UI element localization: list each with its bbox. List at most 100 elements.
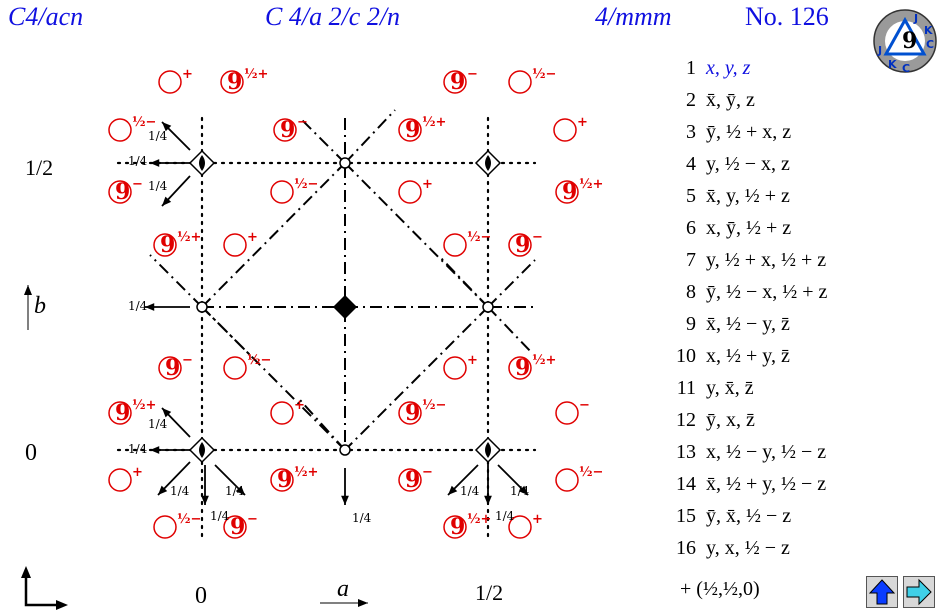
position-circle-icon (555, 401, 579, 425)
general-position: 9− (158, 353, 193, 381)
left-label-half: 1/2 (25, 155, 53, 180)
height-sign: ½+ (579, 177, 603, 192)
glide-plane-dashdot (299, 399, 346, 451)
height-label: 1/4 (510, 484, 530, 498)
position-circle-icon (398, 401, 422, 425)
comma-icon: 9 (165, 355, 180, 381)
position-circle-icon (108, 118, 132, 142)
height-sign: − (132, 177, 143, 192)
jkc-logo-icon[interactable]: 9 J K C J K C (872, 8, 938, 74)
operation-number: 12 (676, 409, 696, 431)
operation-coordinates: x̄, y, ½ + z (706, 185, 790, 207)
general-position: + (443, 353, 478, 380)
operation-coordinates: x̄, ½ − y, z̄ (706, 313, 790, 335)
height-label: 1/4 (460, 484, 480, 498)
previous-group-button[interactable] (866, 576, 898, 608)
position-circle-icon (273, 118, 297, 142)
position-circle-icon (220, 70, 244, 94)
operation-coordinates: x, ½ − y, ½ − z (706, 441, 827, 463)
height-sign: + (467, 353, 478, 368)
symmetry-elements (188, 149, 502, 464)
position-circle-icon (223, 515, 247, 539)
general-position: ½− (443, 230, 491, 257)
height-sign: + (577, 115, 588, 130)
height-label: 1/4 (170, 484, 190, 498)
height-sign: ½− (467, 230, 491, 245)
general-position: + (158, 67, 193, 94)
operation-number: 6 (686, 217, 696, 239)
operation-number: 9 (686, 313, 696, 335)
general-position: ½− (555, 465, 603, 492)
comma-icon: 9 (562, 179, 577, 205)
svg-text:K: K (888, 58, 897, 71)
operation-coordinates: x̄, ½ + y, ½ − z (706, 473, 827, 495)
glide-plane-dashdot (487, 259, 536, 308)
height-sign: ½+ (532, 353, 556, 368)
comma-icon: 9 (450, 69, 465, 95)
height-sign: − (182, 353, 193, 368)
glide-plane-dashdot (201, 162, 346, 308)
position-circle-icon (270, 401, 294, 425)
position-circle-icon (270, 180, 294, 204)
inversion-center-icon (339, 444, 351, 456)
operation-coordinates: x, ½ + y, z̄ (706, 345, 790, 367)
position-circle-icon (508, 233, 532, 257)
position-circle-icon (443, 70, 467, 94)
height-sign: − (247, 512, 258, 527)
general-position: 9− (443, 67, 478, 95)
operation-number: 13 (676, 441, 696, 463)
comma-icon: 9 (450, 514, 465, 540)
operation-number: 7 (686, 249, 696, 271)
position-circle-icon (223, 233, 247, 257)
svg-text:K: K (924, 24, 933, 37)
height-sign: ½+ (294, 465, 318, 480)
comma-icon: 9 (405, 400, 420, 426)
height-label: 1/4 (148, 417, 168, 431)
short-symbol: C4/acn (8, 2, 84, 31)
height-sign: + (422, 177, 433, 192)
position-circle-icon (508, 356, 532, 380)
position-circle-icon (443, 515, 467, 539)
operation-number: 4 (686, 153, 696, 175)
two-fold-screw-arrows (145, 121, 529, 505)
next-group-button[interactable] (903, 576, 935, 608)
operation-coordinates: y, ½ + x, ½ + z (706, 249, 827, 271)
arrow-icon (145, 303, 190, 311)
operation-number: 11 (676, 377, 696, 399)
position-circle-icon (398, 180, 422, 204)
position-circle-icon (158, 356, 182, 380)
svg-text:J: J (877, 44, 882, 57)
position-circle-icon (398, 118, 422, 142)
point-group: 4/mmm (595, 2, 672, 31)
two-fold-axis-icon (199, 155, 205, 171)
general-position: + (553, 115, 588, 142)
height-sign: ½+ (244, 67, 268, 82)
operation-number: 16 (676, 537, 696, 559)
operation-14: 14 x̄, ½ + y, ½ − z (668, 468, 827, 500)
operation-coordinates: x, y, z (706, 57, 751, 79)
operation-number: 14 (676, 473, 696, 495)
height-sign: + (182, 67, 193, 82)
position-circle-icon (443, 356, 467, 380)
arrow-icon (150, 446, 190, 454)
position-circle-icon (555, 180, 579, 204)
height-sign: ½+ (467, 512, 491, 527)
axis-a-label: a (337, 576, 349, 602)
height-sign: − (297, 115, 308, 130)
glide-plane-dashdot (149, 254, 203, 308)
height-sign: ½− (177, 512, 201, 527)
up-arrow-icon (868, 579, 896, 605)
full-symbol: C 4/a 2/c 2/n (265, 2, 401, 31)
left-label-zero: 0 (25, 440, 37, 466)
